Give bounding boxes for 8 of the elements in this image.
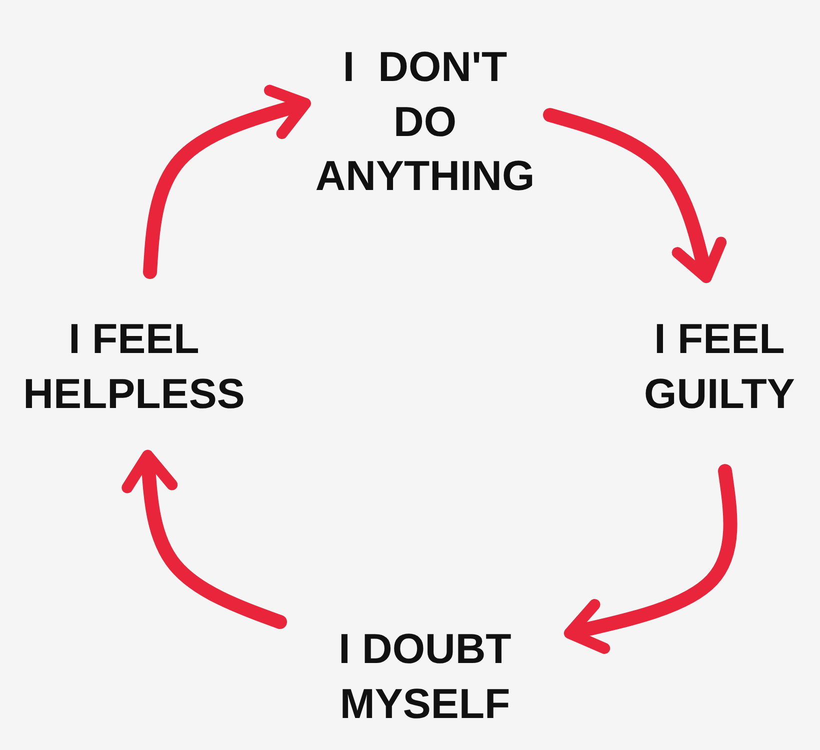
cycle-step-text: I DON'T DO ANYTHING (300, 40, 550, 204)
cycle-step-text: I FEEL HELPLESS (8, 272, 260, 462)
cycle-step-text: I DOUBT MYSELF (275, 622, 575, 732)
curved-arrow (143, 84, 311, 279)
curved-arrow (564, 464, 738, 654)
curved-arrow (122, 450, 287, 629)
curved-arrow (543, 108, 727, 284)
cycle-step-text: I FEEL GUILTY (622, 272, 817, 472)
